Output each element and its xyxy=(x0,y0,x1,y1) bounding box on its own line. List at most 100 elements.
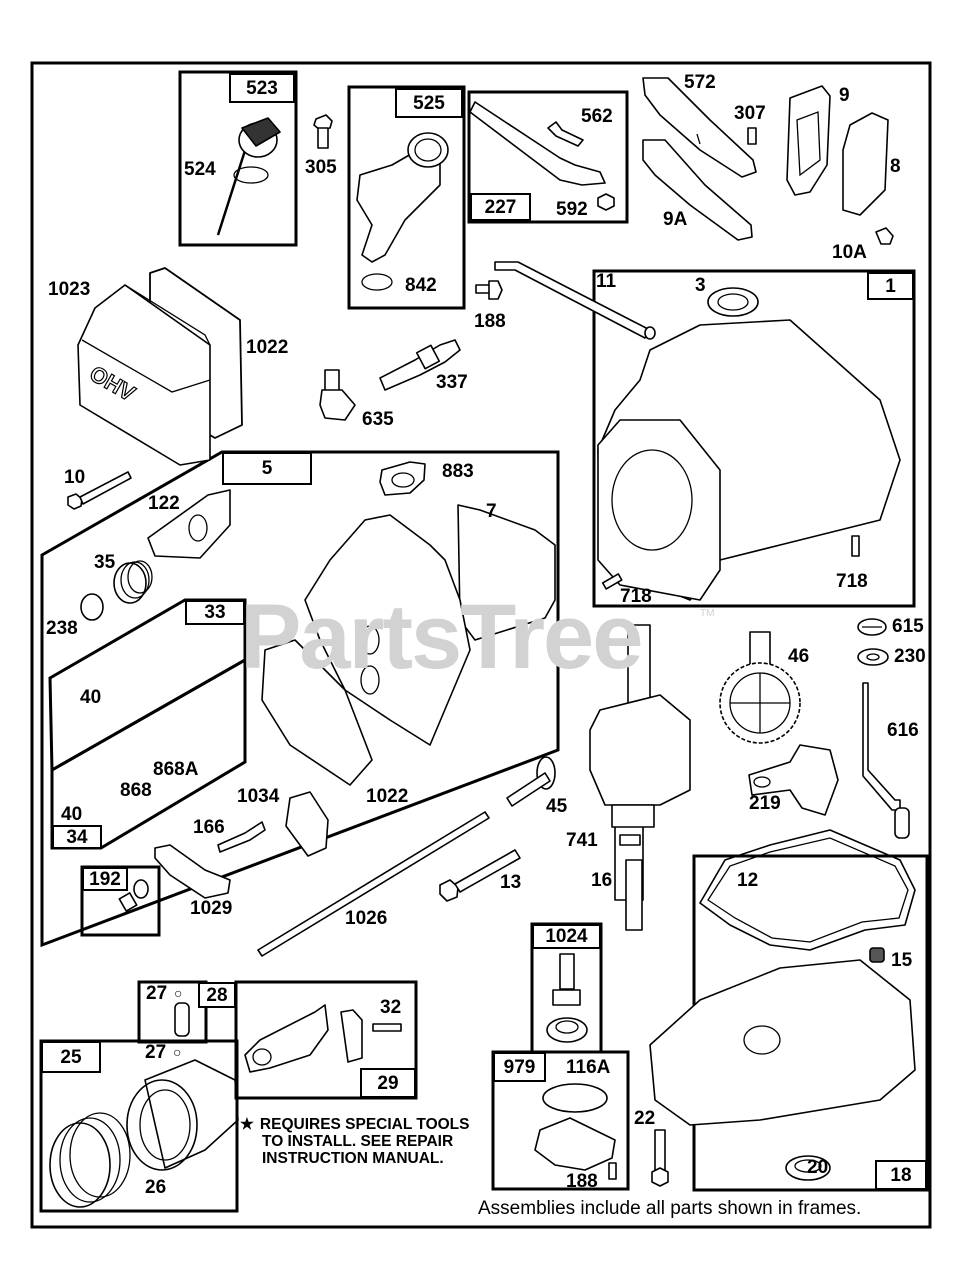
retainer-ring-icon: ○ xyxy=(173,1044,182,1060)
callout-32[interactable]: 32 xyxy=(380,997,402,1018)
callout-615[interactable]: 615 xyxy=(892,616,924,637)
governor-bracket-drawing xyxy=(469,101,615,211)
callout-9A[interactable]: 9A xyxy=(663,209,688,230)
callout-572[interactable]: 572 xyxy=(684,72,716,93)
callout-22[interactable]: 22 xyxy=(634,1108,656,1129)
frame-label-1024[interactable]: 1024 xyxy=(532,924,601,949)
intake-gaskets-drawing xyxy=(642,77,757,241)
callout-9[interactable]: 9 xyxy=(839,85,850,106)
frame-label-523[interactable]: 523 xyxy=(229,73,295,103)
callout-12[interactable]: 12 xyxy=(737,870,759,891)
callout-45[interactable]: 45 xyxy=(546,796,568,817)
frame-label-29[interactable]: 29 xyxy=(360,1068,416,1098)
callout-238[interactable]: 238 xyxy=(46,618,78,639)
callout-718-right[interactable]: 718 xyxy=(836,571,868,592)
assemblies-footer: Assemblies include all parts shown in fr… xyxy=(478,1198,862,1219)
frame-label-525[interactable]: 525 xyxy=(395,88,463,118)
callout-35[interactable]: 35 xyxy=(94,552,116,573)
oil-pump-drawing xyxy=(546,953,588,1043)
callout-1023[interactable]: 1023 xyxy=(48,279,91,300)
frame-525 xyxy=(347,85,466,310)
callout-868[interactable]: 868 xyxy=(120,780,152,801)
frame-33 xyxy=(48,598,247,773)
frame-label-227[interactable]: 227 xyxy=(470,193,531,221)
piston-pin-drawing xyxy=(174,1002,190,1037)
callout-8[interactable]: 8 xyxy=(890,156,901,177)
callout-1026[interactable]: 1026 xyxy=(345,908,388,929)
callout-27-upper[interactable]: 27 xyxy=(146,983,168,1004)
frame-label-28[interactable]: 28 xyxy=(198,982,236,1008)
callout-116A[interactable]: 116A xyxy=(566,1057,611,1078)
breather-tube-drawing xyxy=(494,261,656,340)
frame-label-5[interactable]: 5 xyxy=(222,452,312,485)
callout-524[interactable]: 524 xyxy=(184,159,216,180)
rocker-guide-plate-drawing xyxy=(285,791,329,857)
callout-1034[interactable]: 1034 xyxy=(237,786,280,807)
callout-718-left[interactable]: 718 xyxy=(620,586,652,607)
callout-40-lower[interactable]: 40 xyxy=(61,804,83,825)
dipstick-drawing xyxy=(216,117,281,236)
star-icon: ★ xyxy=(240,1116,254,1133)
intake-spacer-drawing xyxy=(147,489,231,559)
frame-label-33[interactable]: 33 xyxy=(185,600,245,625)
frame-label-18[interactable]: 18 xyxy=(875,1160,927,1190)
callout-122[interactable]: 122 xyxy=(148,493,180,514)
cylinder-head-drawing xyxy=(261,504,556,786)
callout-305[interactable]: 305 xyxy=(305,157,337,178)
callout-562[interactable]: 562 xyxy=(581,106,613,127)
head-bolt-drawing xyxy=(439,849,521,902)
callout-11[interactable]: 11 xyxy=(596,271,617,292)
callout-3[interactable]: 3 xyxy=(695,275,706,296)
callout-26[interactable]: 26 xyxy=(145,1177,167,1198)
frame-227 xyxy=(467,90,629,224)
breather-drawing xyxy=(786,85,894,245)
callout-307[interactable]: 307 xyxy=(734,103,766,124)
frame-label-979[interactable]: 979 xyxy=(493,1052,546,1082)
callout-16[interactable]: 16 xyxy=(591,870,613,891)
valve-spring-drawing xyxy=(80,560,153,621)
connecting-rod-drawing xyxy=(244,1004,402,1073)
callout-741[interactable]: 741 xyxy=(566,830,598,851)
carb-gasket-drawing xyxy=(379,461,426,496)
callout-27-lower[interactable]: 27 xyxy=(145,1042,167,1063)
note-line-3: INSTRUCTION MANUAL. xyxy=(262,1150,444,1167)
camshaft-drawing xyxy=(719,631,801,744)
governor-shaft-drawing xyxy=(862,682,910,839)
callout-616[interactable]: 616 xyxy=(887,720,919,741)
callout-1022-head[interactable]: 1022 xyxy=(366,786,409,807)
callout-40-upper[interactable]: 40 xyxy=(80,687,102,708)
note-line-1: REQUIRES SPECIAL TOOLS xyxy=(259,1116,470,1133)
callout-1022-cover[interactable]: 1022 xyxy=(246,337,289,358)
seal-washer-drawing xyxy=(857,618,889,666)
frame-25 xyxy=(39,1039,239,1213)
callout-188-top[interactable]: 188 xyxy=(474,311,506,332)
callout-7[interactable]: 7 xyxy=(486,501,497,522)
frame-1 xyxy=(592,269,916,608)
callout-46[interactable]: 46 xyxy=(788,646,810,667)
callout-635[interactable]: 635 xyxy=(362,409,394,430)
callout-337[interactable]: 337 xyxy=(436,372,468,393)
callout-883[interactable]: 883 xyxy=(442,461,474,482)
callout-13[interactable]: 13 xyxy=(500,872,522,893)
callout-10[interactable]: 10 xyxy=(64,467,86,488)
callout-592[interactable]: 592 xyxy=(556,199,588,220)
frame-label-25[interactable]: 25 xyxy=(41,1041,101,1073)
callout-868A[interactable]: 868A xyxy=(153,759,199,780)
callout-842[interactable]: 842 xyxy=(405,275,437,296)
frame-label-192[interactable]: 192 xyxy=(82,867,128,891)
frame-label-1[interactable]: 1 xyxy=(867,272,914,300)
callout-10A[interactable]: 10A xyxy=(832,242,867,263)
frame-label-34[interactable]: 34 xyxy=(52,825,102,849)
callout-1029[interactable]: 1029 xyxy=(190,898,233,919)
callout-219[interactable]: 219 xyxy=(749,793,781,814)
callout-230[interactable]: 230 xyxy=(894,646,926,667)
callout-20[interactable]: 20 xyxy=(807,1157,829,1178)
crankshaft-drawing xyxy=(589,624,691,931)
callout-166[interactable]: 166 xyxy=(193,817,225,838)
callout-188-pump[interactable]: 188 xyxy=(566,1171,598,1192)
frame-979 xyxy=(491,1050,630,1191)
callout-15[interactable]: 15 xyxy=(891,950,913,971)
pump-cover-drawing xyxy=(534,1083,617,1180)
oil-fill-tube-drawing xyxy=(356,132,449,291)
